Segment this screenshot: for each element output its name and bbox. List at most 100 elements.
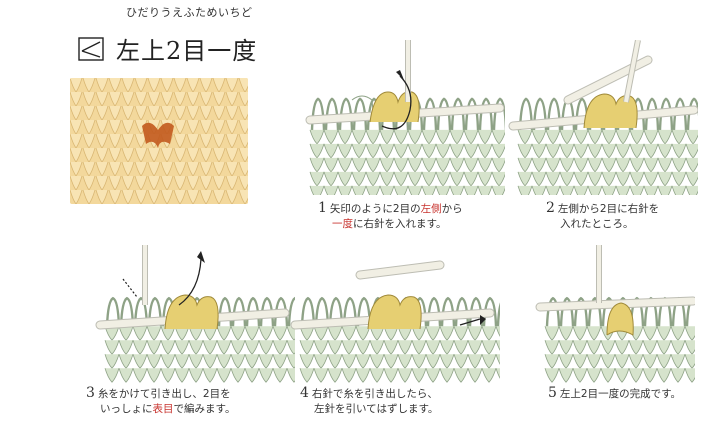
knit-stitch — [615, 171, 631, 187]
knit-stitch — [449, 129, 465, 145]
knit-stitch — [449, 171, 465, 187]
needle-loop — [518, 97, 534, 130]
knit-stitch — [411, 354, 427, 369]
knit-stitch — [657, 157, 673, 173]
swatch-stitch — [160, 189, 174, 204]
knit-stitch — [600, 368, 616, 383]
knit-stitch — [351, 143, 367, 159]
knit-stitch — [628, 368, 644, 383]
knit-stitch — [421, 129, 437, 145]
knit-stitch — [365, 185, 381, 195]
knit-stitch — [545, 171, 561, 187]
swatch-stitch — [82, 189, 96, 204]
knit-stitch — [379, 171, 395, 187]
step-4-diagram — [290, 260, 500, 383]
knit-stitch — [313, 340, 329, 355]
knit-stitch — [407, 157, 423, 173]
knit-stitch — [188, 368, 204, 383]
needle-loop — [287, 296, 295, 327]
knit-stitch — [383, 354, 399, 369]
knit-stitch — [104, 340, 120, 355]
knit-stitch — [573, 171, 589, 187]
knit-stitch — [393, 143, 409, 159]
knit-stitch — [615, 157, 631, 173]
highlighted-stitches — [367, 294, 422, 330]
knit-stitch — [323, 129, 339, 145]
knit-stitch — [573, 129, 589, 145]
knit-stitch — [327, 354, 343, 369]
knit-stitch — [587, 157, 603, 173]
swatch-stitch — [199, 189, 213, 204]
knit-stitch — [559, 171, 575, 187]
knit-stitch — [559, 157, 575, 173]
knit-stitch — [628, 340, 644, 355]
knit-stitch — [531, 129, 547, 145]
knit-stitch — [491, 143, 505, 159]
knit-stitch — [421, 171, 437, 187]
knit-stitch — [272, 340, 288, 355]
knit-stitch — [146, 354, 162, 369]
knit-stitch — [628, 354, 644, 369]
knit-stitch — [393, 157, 409, 173]
knit-stitch — [453, 340, 469, 355]
knit-stitch — [369, 368, 385, 383]
swatch-stitch — [173, 189, 187, 204]
swatch-stitch — [95, 189, 109, 204]
knit-stitch — [684, 368, 695, 383]
knit-stitch — [614, 368, 630, 383]
knit-stitch — [545, 129, 561, 145]
page-title: 左上2目一度 — [116, 37, 258, 65]
knit-stitch — [216, 368, 232, 383]
knit-stitch — [146, 368, 162, 383]
knit-stitch — [671, 171, 687, 187]
knit-stitch — [531, 157, 547, 173]
needle-loop — [587, 296, 603, 327]
knit-stitch — [481, 326, 497, 341]
knit-stitch — [379, 185, 395, 195]
knit-stitch — [587, 185, 603, 195]
knit-stitch — [467, 326, 483, 341]
knit-stitch — [517, 143, 533, 159]
k2tog-symbol-icon — [78, 37, 104, 61]
knit-stitch — [657, 171, 673, 187]
knit-stitch — [601, 143, 617, 159]
knit-stitch — [572, 354, 588, 369]
needle-loop — [492, 97, 505, 130]
knit-stitch — [421, 185, 437, 195]
knit-stitch — [188, 340, 204, 355]
knit-stitch — [216, 326, 232, 341]
knit-stitch — [685, 143, 698, 159]
knit-stitch — [272, 368, 288, 383]
knit-stitch — [453, 354, 469, 369]
knit-stitch — [670, 326, 686, 341]
knit-stitch — [118, 326, 134, 341]
knit-stitch — [309, 171, 325, 187]
knit-stitch — [477, 171, 493, 187]
knit-stitch — [160, 354, 176, 369]
knit-stitch — [544, 368, 560, 383]
knit-stitch — [309, 157, 325, 173]
highlighted-stitch — [606, 302, 634, 336]
fabric — [104, 296, 295, 383]
knit-stitch — [244, 368, 260, 383]
fabric — [517, 97, 698, 195]
knit-stitch — [449, 185, 465, 195]
knit-stitch — [587, 129, 603, 145]
knit-stitch — [351, 185, 367, 195]
knit-stitch — [463, 157, 479, 173]
needle-loop — [342, 296, 358, 327]
swatch-stitch — [212, 189, 226, 204]
knit-stitch — [453, 326, 469, 341]
knit-stitch — [601, 185, 617, 195]
knit-stitch — [244, 340, 260, 355]
knit-stitch — [517, 157, 533, 173]
knit-stitch — [337, 171, 353, 187]
knit-stitch — [685, 171, 698, 187]
knit-stitch — [453, 368, 469, 383]
needle-loop — [133, 296, 149, 327]
knit-stitch — [684, 326, 695, 341]
knit-stitch — [643, 185, 659, 195]
knit-stitch — [160, 340, 176, 355]
knit-stitch — [544, 354, 560, 369]
